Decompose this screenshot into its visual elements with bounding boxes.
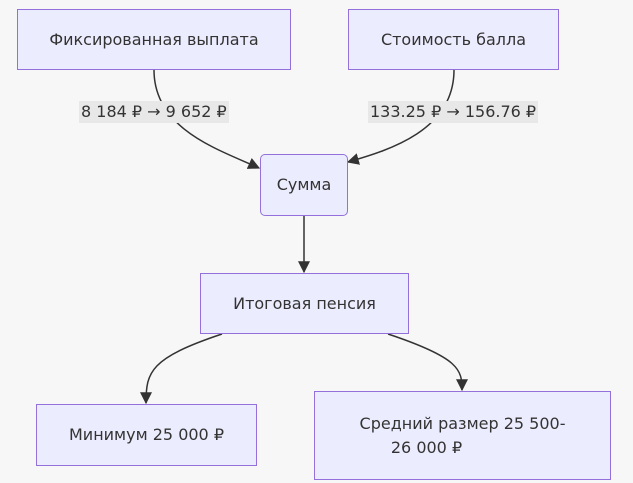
edge-label-point-cost: 133.25 ₽ → 156.76 ₽ xyxy=(368,101,539,123)
edge-label-fixed-payment: 8 184 ₽ → 9 652 ₽ xyxy=(79,101,229,123)
node-average: Средний размер 25 500- 26 000 ₽ xyxy=(314,391,611,480)
node-minimum: Минимум 25 000 ₽ xyxy=(36,404,257,466)
node-minimum-label: Минимум 25 000 ₽ xyxy=(68,425,224,444)
edge-point-to-sum xyxy=(346,69,455,165)
node-point-cost: Стоимость балла xyxy=(348,9,559,70)
node-final-pension-label: Итоговая пенсия xyxy=(233,293,376,313)
node-average-label-line1: Средний размер 25 500- xyxy=(359,413,566,433)
edge-fixed-to-sum xyxy=(153,69,261,169)
node-fixed-payment-label: Фиксированная выплата xyxy=(49,29,259,49)
edge-final-to-average xyxy=(387,333,468,392)
node-sum-label: Сумма xyxy=(276,175,332,194)
node-fixed-payment: Фиксированная выплата xyxy=(17,9,291,70)
node-point-cost-label: Стоимость балла xyxy=(380,29,527,49)
node-final-pension: Итоговая пенсия xyxy=(200,273,409,334)
edge-final-to-minimum xyxy=(140,333,223,405)
node-average-label-line2: 26 000 ₽ xyxy=(390,437,463,457)
node-sum: Сумма xyxy=(260,154,348,216)
